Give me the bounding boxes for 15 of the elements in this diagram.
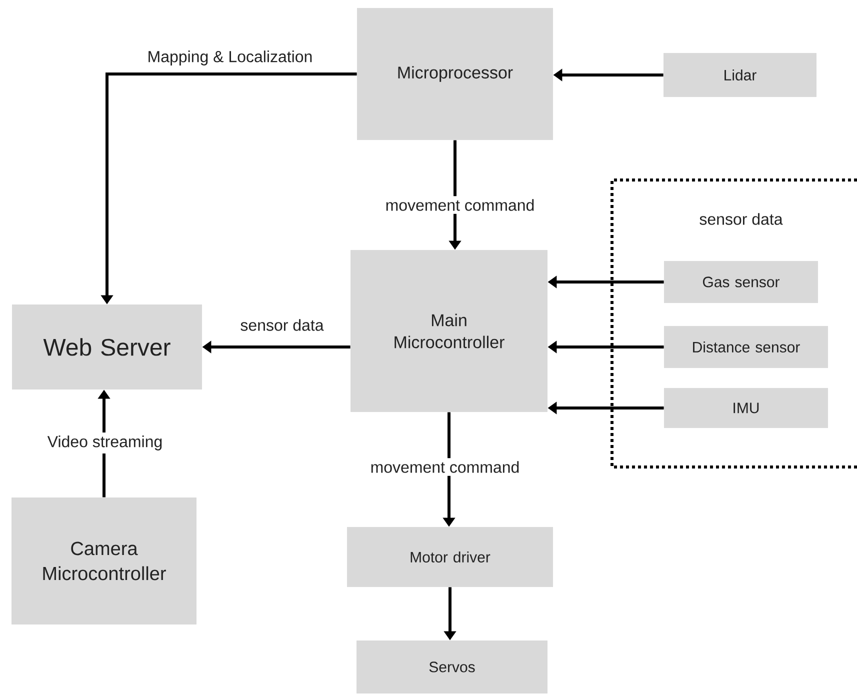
process-box: Main Microcontroller (350, 250, 548, 412)
process-box: Servos (356, 640, 548, 694)
process-box: Lidar (664, 53, 816, 97)
process-box: Distance sensor (664, 326, 828, 368)
edge-label: movement command (382, 196, 538, 214)
edge-label: Video streaming (44, 432, 166, 454)
process-box: Motor driver (347, 527, 553, 587)
process-box: Camera Microcontroller (12, 498, 196, 624)
process-box: Gas sensor (664, 261, 818, 303)
process-box: Microprocessor (357, 8, 553, 140)
edge-label: sensor data (237, 316, 327, 334)
edge-label: movement command (367, 458, 523, 476)
process-box: IMU (664, 388, 828, 428)
process-box: Web Server (12, 304, 202, 390)
edge-label: Mapping & Localization (144, 48, 316, 68)
